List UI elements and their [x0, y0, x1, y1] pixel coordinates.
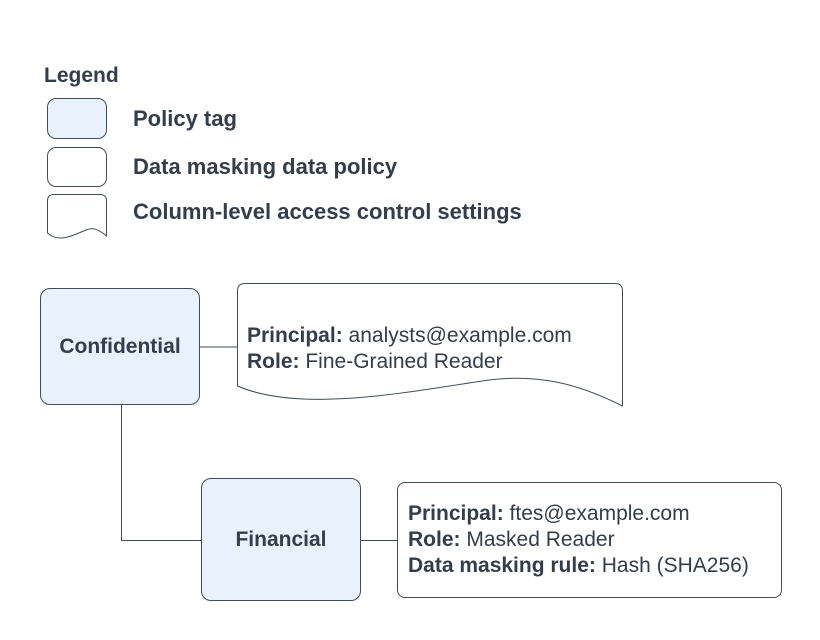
data-policy-swatch-icon — [47, 147, 107, 187]
policy-tag-swatch-icon — [47, 98, 107, 139]
legend-item-label: Data masking data policy — [133, 154, 398, 179]
field-line: Role: Masked Reader — [408, 527, 781, 553]
field-label: Role: — [408, 528, 461, 551]
field-value: Masked Reader — [466, 528, 615, 551]
field-line: Principal: analysts@example.com — [247, 323, 572, 349]
field-line: Role: Fine-Grained Reader — [247, 349, 572, 375]
node-label: Financial — [235, 527, 327, 551]
data-masking-policy-note: Principal: ftes@example.com Role: Masked… — [397, 482, 782, 598]
field-value: analysts@example.com — [348, 324, 572, 347]
legend-item-label: Policy tag — [133, 105, 237, 131]
field-value: Fine-Grained Reader — [305, 350, 503, 373]
access-control-note-text: Principal: analysts@example.com Role: Fi… — [247, 323, 572, 375]
field-value: Hash (SHA256) — [601, 554, 749, 577]
field-line: Data masking rule: Hash (SHA256) — [408, 553, 781, 579]
field-value: ftes@example.com — [509, 502, 690, 525]
field-label: Role: — [247, 350, 300, 373]
field-label: Principal: — [247, 324, 343, 347]
field-label: Data masking rule: — [408, 554, 596, 577]
document-shape-outline — [237, 283, 623, 407]
field-label: Principal: — [408, 502, 504, 525]
access-control-settings-note: Principal: analysts@example.com Role: Fi… — [237, 283, 623, 410]
legend-item-label: Column-level access control settings — [133, 199, 522, 224]
field-line: Principal: ftes@example.com — [408, 501, 781, 527]
legend-title: Legend — [44, 64, 119, 87]
node-confidential-policy-tag: Confidential — [40, 288, 200, 405]
node-label: Confidential — [59, 334, 181, 358]
node-financial-policy-tag: Financial — [201, 478, 361, 601]
document-shape-swatch-icon — [47, 194, 107, 239]
